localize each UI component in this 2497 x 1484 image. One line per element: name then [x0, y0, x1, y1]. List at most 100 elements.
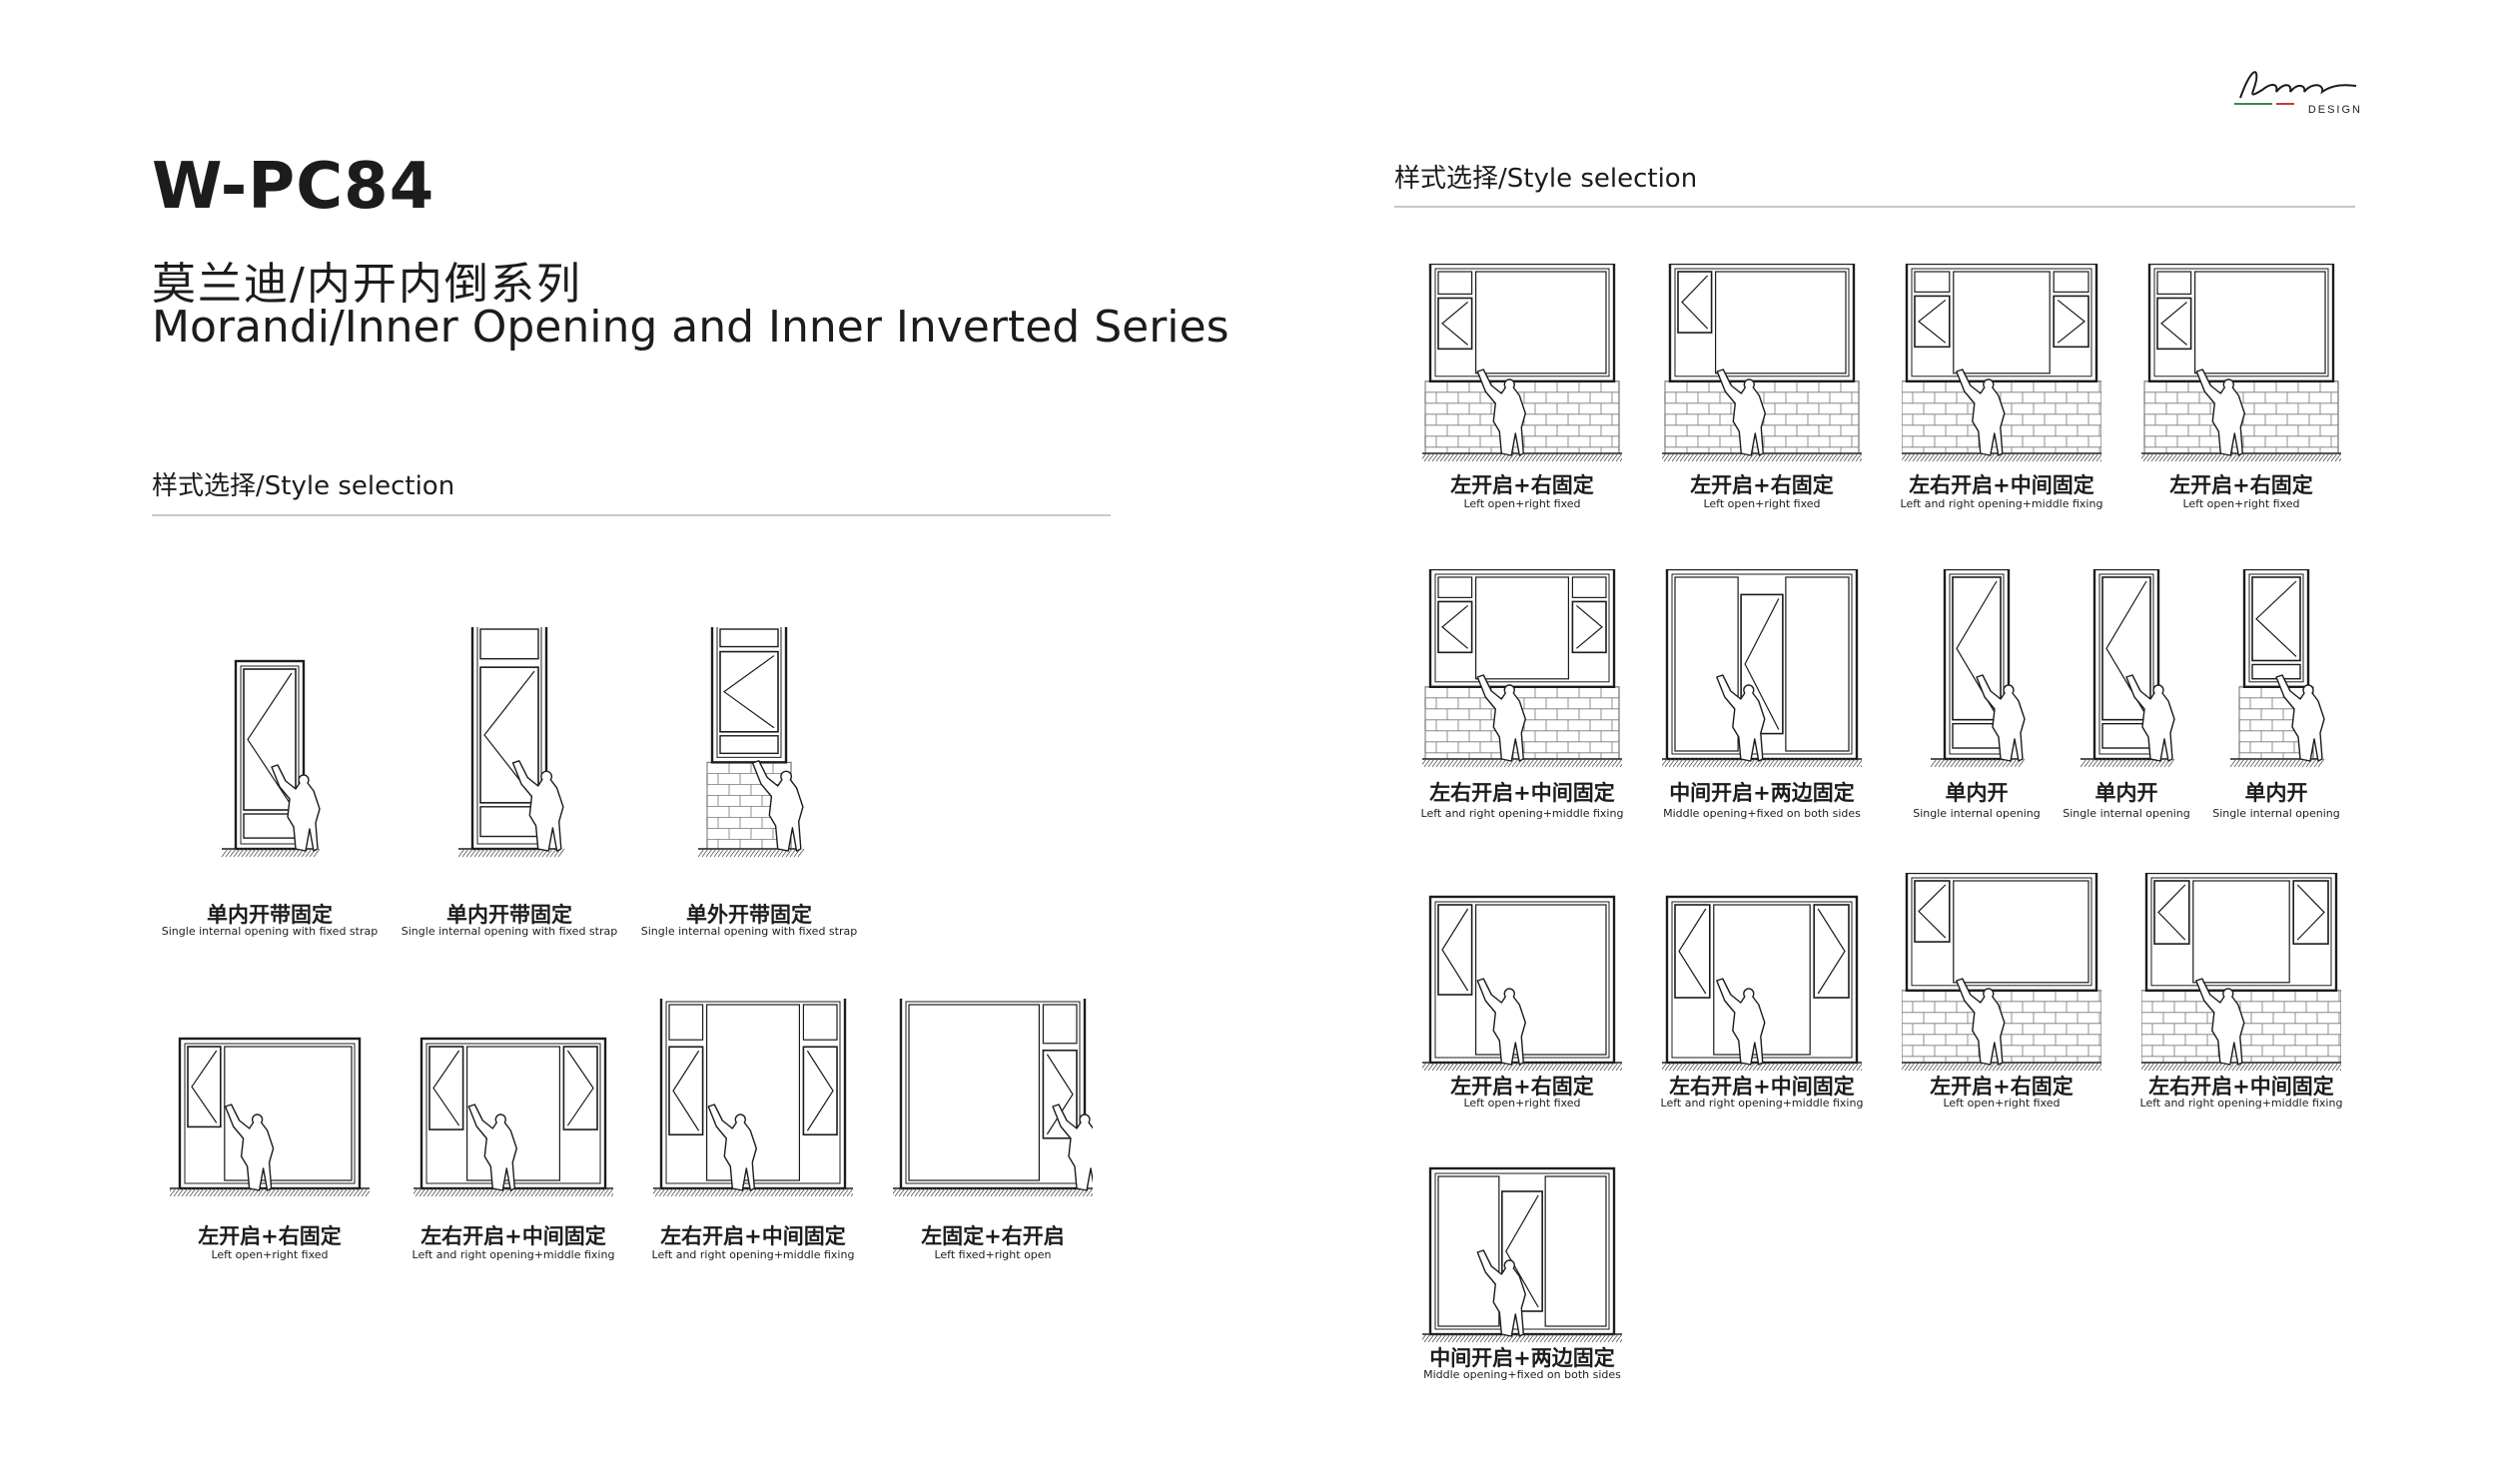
style-label-cn: 单内开带固定: [207, 903, 333, 927]
opening-sash: [2101, 576, 2151, 721]
window-illustration: [2080, 569, 2175, 768]
style-label-cn: 单外开带固定: [686, 903, 812, 927]
transom-pane: [1914, 271, 1951, 293]
opening-indicator: [672, 1050, 700, 1131]
window-illustration: [457, 627, 565, 858]
opening-indicator: [1576, 604, 1603, 649]
style-label-cn: 中间开启+两边固定: [1669, 781, 1855, 805]
style-label-en: Left and right opening+middle fixing: [1420, 807, 1624, 820]
window-frame: [2147, 264, 2335, 383]
opening-indicator: [1505, 1194, 1539, 1308]
opening-sash: [2156, 297, 2192, 351]
opening-sash: [1740, 593, 1784, 735]
person-figure: [271, 764, 321, 852]
opening-indicator: [191, 1050, 218, 1123]
window-illustration: [1422, 1166, 1622, 1343]
window-illustration: [2141, 264, 2341, 462]
window-inner-frame: [1949, 573, 2005, 755]
opening-indicator: [1817, 908, 1846, 995]
fixed-pane: [224, 1046, 353, 1181]
opening-sash: [1437, 904, 1473, 996]
window-frame: [1428, 264, 1616, 383]
window-frame: [1668, 264, 1856, 383]
opening-sash: [1914, 880, 1951, 943]
window-inner-frame: [1434, 268, 1610, 377]
window-frame: [2144, 873, 2338, 993]
window-illustration: [221, 659, 321, 858]
style-label-en: Left open+right fixed: [1943, 1097, 2061, 1110]
window-inner-frame: [476, 627, 542, 845]
style-label-en: Single internal opening with fixed strap: [401, 925, 618, 938]
window-illustration: [1902, 264, 2101, 462]
opening-sash: [1674, 904, 1711, 999]
person-figure: [467, 1104, 517, 1191]
person-figure: [1716, 978, 1766, 1066]
fixed-pane: [1474, 576, 1570, 680]
style-label-en: Left and right opening+middle fixing: [1900, 497, 2103, 510]
style-label-en: Left open+right fixed: [1463, 497, 1581, 510]
transom-pane: [1437, 576, 1473, 598]
window-illustration: [2229, 569, 2325, 768]
style-label-cn: 左右开启+中间固定: [420, 1224, 606, 1248]
fixed-pane: [2192, 880, 2290, 984]
window-inner-frame: [905, 1001, 1081, 1184]
style-label-en: Left open+right fixed: [2182, 497, 2300, 510]
style-label-cn: 左右开启+中间固定: [1429, 781, 1615, 805]
transom-pane: [2053, 271, 2089, 293]
opening-sash: [2292, 880, 2329, 945]
opening-sash: [719, 650, 779, 733]
ground-hatch: [1902, 1062, 2101, 1072]
opening-sash: [2153, 880, 2190, 945]
window-inner-frame: [240, 665, 300, 845]
window-inner-frame: [1674, 268, 1850, 377]
window-illustration: [1422, 569, 1622, 768]
transom-pane: [802, 1004, 838, 1041]
opening-indicator: [2160, 302, 2187, 346]
person-figure: [224, 1104, 275, 1191]
window-illustration: [1902, 873, 2101, 1072]
person-figure: [1052, 1104, 1093, 1191]
person-figure: [2195, 978, 2245, 1066]
window-illustration: [1930, 569, 2026, 768]
opening-indicator: [2296, 884, 2325, 941]
person-figure: [1956, 369, 2006, 456]
fixed-pane: [1714, 271, 1847, 374]
opening-sash: [1437, 297, 1473, 351]
style-label-cn: 左右开启+中间固定: [1909, 473, 2094, 497]
fixed-pane: [1474, 271, 1607, 374]
style-option-card: 左右开启+中间固定 Left and right opening+middle f…: [1421, 569, 1623, 827]
window-frame: [1665, 895, 1859, 1065]
style-label-cn: 左固定+右开启: [921, 1224, 1065, 1248]
transom-pane: [668, 1004, 704, 1041]
style-label-cn: 左开启+右固定: [2169, 473, 2313, 497]
window-frame: [710, 627, 788, 764]
window-illustration: [1422, 895, 1622, 1072]
person-figure: [1716, 674, 1766, 762]
opening-sash: [1042, 1049, 1078, 1139]
opening-indicator: [1681, 275, 1709, 330]
person-figure: [511, 760, 564, 852]
window-inner-frame: [2150, 877, 2332, 987]
opening-indicator: [722, 655, 775, 729]
transom-pane: [2156, 271, 2192, 295]
person-figure: [2125, 674, 2175, 762]
fixed-pane: [719, 735, 779, 755]
opening-sash: [1677, 271, 1713, 334]
style-label-en: Single internal opening with fixed strap: [161, 925, 379, 938]
person-figure: [1476, 1249, 1526, 1337]
brand-logo-mark: [2234, 71, 2357, 105]
opening-sash: [243, 668, 297, 811]
style-label-cn: 单内开: [1945, 781, 2009, 805]
person-figure: [2275, 674, 2325, 762]
style-label-cn: 左开启+右固定: [1690, 473, 1834, 497]
fixed-pane: [1544, 1175, 1607, 1327]
